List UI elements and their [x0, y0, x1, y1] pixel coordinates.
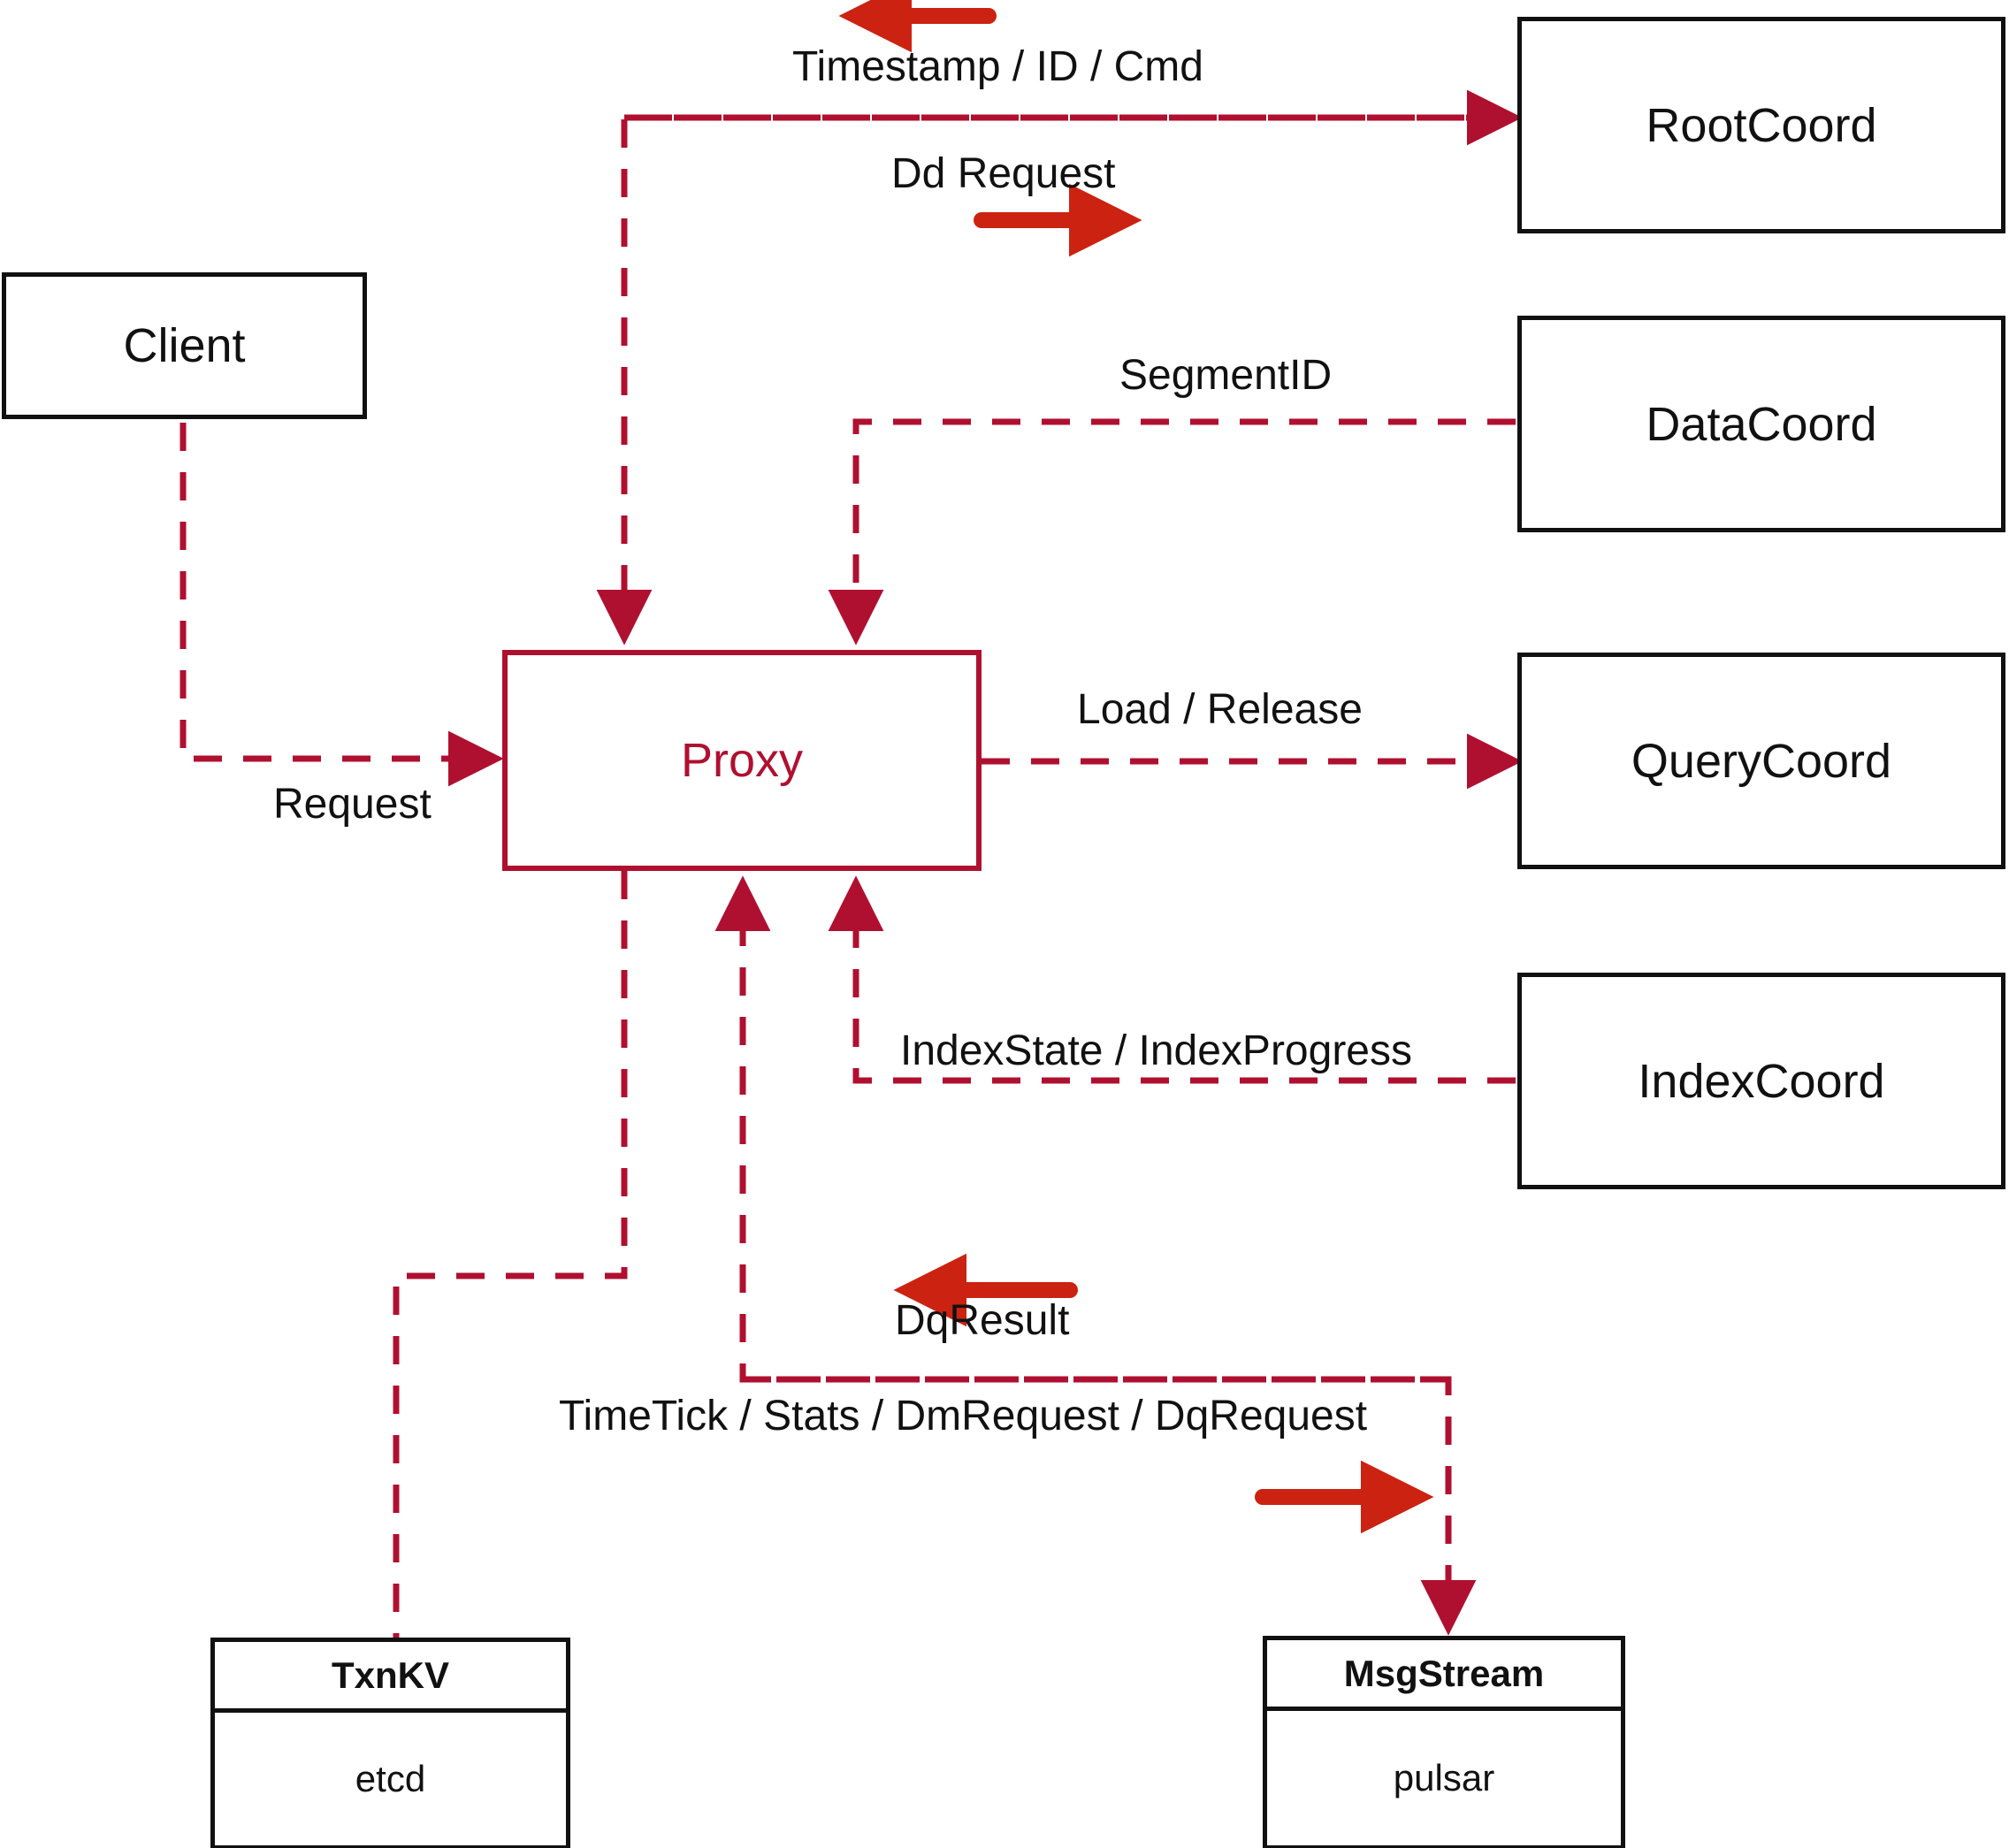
connector-index-state-progress [828, 875, 1516, 1084]
node-data-coord[interactable]: DataCoord [1517, 316, 2005, 532]
node-query-coord[interactable]: QueryCoord [1517, 653, 2005, 869]
node-client[interactable]: Client [2, 272, 367, 419]
node-proxy-label: Proxy [680, 734, 804, 787]
connector-timetick-stats-dm-dq [743, 1376, 1477, 1636]
node-index-coord[interactable]: IndexCoord [1517, 973, 2005, 1189]
node-query-coord-label: QueryCoord [1631, 734, 1892, 788]
edge-label-index-state-progress: IndexState / IndexProgress [900, 1027, 1412, 1074]
node-root-coord-label: RootCoord [1646, 98, 1877, 152]
node-msgstream-impl: pulsar [1393, 1757, 1495, 1798]
node-msgstream[interactable]: MsgStream pulsar [1263, 1636, 1625, 1848]
node-root-coord[interactable]: RootCoord [1517, 17, 2005, 233]
node-proxy[interactable]: Proxy [502, 650, 982, 871]
edge-label-dq-result: DqResult [895, 1297, 1070, 1344]
edge-label-dd-request: Dd Request [891, 150, 1116, 197]
node-txnkv-header: TxnKV [215, 1642, 566, 1713]
edge-label-load-release: Load / Release [1077, 686, 1363, 733]
node-client-label: Client [123, 319, 246, 372]
edge-label-timestamp-id-cmd: Timestamp / ID / Cmd [792, 43, 1203, 90]
connector-proxy-txnkv [393, 871, 628, 1638]
edge-label-segment-id: SegmentID [1119, 352, 1333, 399]
connector-dq-result [714, 875, 1448, 1383]
node-txnkv-body: etcd [215, 1713, 566, 1845]
edge-label-request: Request [273, 781, 432, 828]
node-txnkv-title: TxnKV [331, 1653, 449, 1696]
node-index-coord-label: IndexCoord [1638, 1054, 1885, 1108]
node-txnkv-impl: etcd [355, 1758, 426, 1799]
connector-request [180, 423, 504, 787]
node-data-coord-label: DataCoord [1646, 397, 1877, 451]
edge-label-timetick-stats: TimeTick / Stats / DmRequest / DqRequest [559, 1393, 1368, 1439]
node-msgstream-body: pulsar [1267, 1711, 1621, 1845]
node-msgstream-title: MsgStream [1343, 1652, 1545, 1694]
node-txnkv[interactable]: TxnKV etcd [210, 1638, 570, 1848]
node-msgstream-header: MsgStream [1267, 1640, 1621, 1711]
connector-segment-id [828, 418, 1516, 645]
